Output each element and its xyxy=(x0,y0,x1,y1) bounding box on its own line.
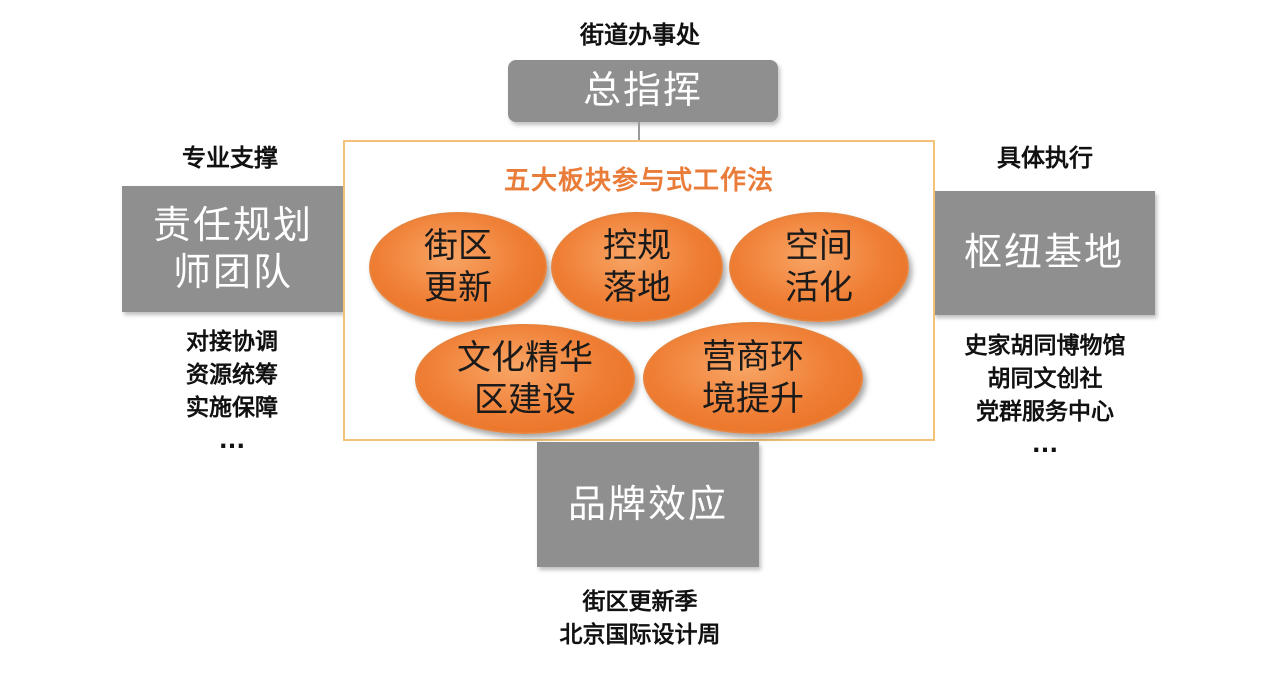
block-street-renewal: 街区 更新 xyxy=(369,212,547,322)
left-box: 责任规划 师团队 xyxy=(122,186,344,312)
left-detail-item: ... xyxy=(218,428,246,454)
block-label: 文化精华 区建设 xyxy=(457,337,593,421)
bottom-details: 街区更新季 北京国际设计周 xyxy=(520,586,760,652)
block-label: 街区 更新 xyxy=(424,225,492,309)
bottom-detail-item: 街区更新季 xyxy=(582,589,698,615)
bottom-detail-item: 北京国际设计周 xyxy=(559,622,721,648)
center-frame: 五大板块参与式工作法 街区 更新 控规 落地 空间 活化 文化精华 区建设 营商… xyxy=(343,140,935,441)
right-box: 枢纽基地 xyxy=(933,191,1155,315)
block-label: 营商环 境提升 xyxy=(702,336,804,420)
left-caption: 专业支撑 xyxy=(182,144,278,172)
bottom-box: 品牌效应 xyxy=(537,442,759,567)
left-detail-item: 对接协调 xyxy=(186,329,278,355)
right-caption: 具体执行 xyxy=(997,144,1093,172)
top-box: 总指挥 xyxy=(508,60,778,122)
top-box-label: 总指挥 xyxy=(582,68,703,113)
right-details: 史家胡同博物馆 胡同文创社 党群服务中心 ... xyxy=(930,330,1160,462)
left-detail-item: 资源统筹 xyxy=(186,362,278,388)
block-label: 控规 落地 xyxy=(603,225,671,309)
center-title: 五大板块参与式工作法 xyxy=(503,166,774,196)
block-cultural-district: 文化精华 区建设 xyxy=(415,324,635,434)
right-detail-item: 胡同文创社 xyxy=(987,366,1103,392)
right-detail-item: 党群服务中心 xyxy=(976,399,1114,425)
block-regulation-plan: 控规 落地 xyxy=(551,212,723,322)
right-box-label: 枢纽基地 xyxy=(963,230,1124,275)
right-detail-item: 史家胡同博物馆 xyxy=(964,333,1126,359)
right-detail-item: ... xyxy=(1031,432,1059,458)
bottom-box-label: 品牌效应 xyxy=(567,481,728,526)
left-details: 对接协调 资源统筹 实施保障 ... xyxy=(132,326,332,458)
top-connector xyxy=(638,122,640,142)
top-caption: 街道办事处 xyxy=(580,21,700,49)
block-space-activation: 空间 活化 xyxy=(729,212,909,322)
block-business-environment: 营商环 境提升 xyxy=(643,322,863,434)
left-detail-item: 实施保障 xyxy=(186,395,278,421)
block-label: 空间 活化 xyxy=(785,225,853,309)
left-box-label: 责任规划 师团队 xyxy=(152,202,313,295)
